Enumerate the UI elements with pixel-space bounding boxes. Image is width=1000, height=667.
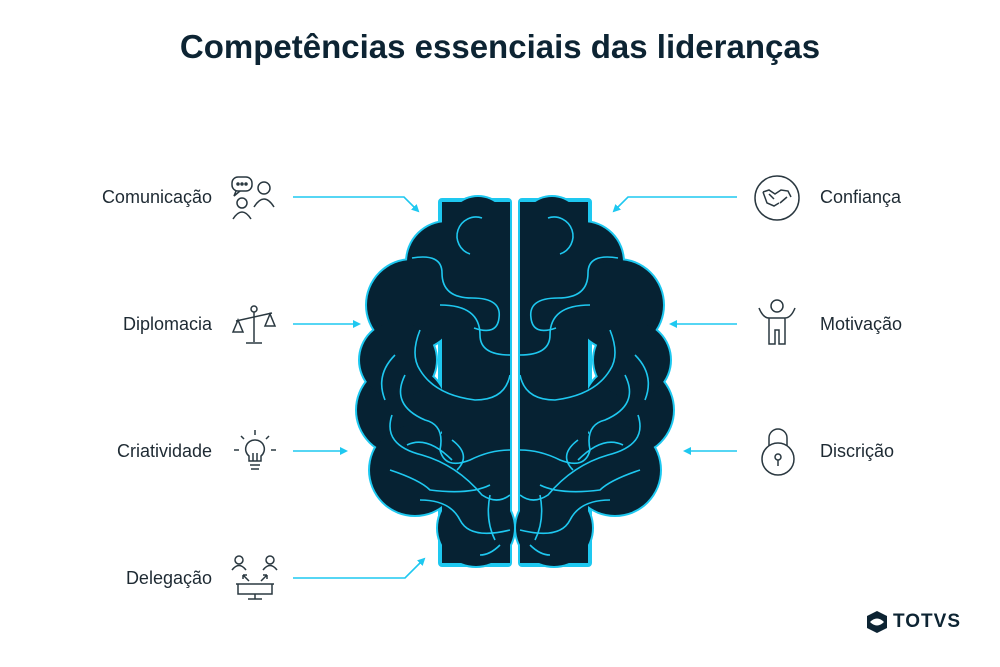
- lightbulb-icon: [234, 430, 276, 470]
- speech-people-icon: [231, 176, 275, 220]
- label-discricao: Discrição: [820, 441, 895, 461]
- label-criatividade: Criatividade: [116, 441, 212, 461]
- arrow-confianca: [612, 196, 737, 213]
- brain-left-hemisphere: [355, 195, 516, 568]
- padlock-icon: [761, 428, 795, 476]
- label-delegacao: Delegação: [125, 568, 212, 588]
- cheering-person-icon: [758, 299, 796, 345]
- scale-icon: [231, 305, 277, 344]
- label-diplomacia: Diplomacia: [122, 314, 212, 334]
- page-title: Competências essenciais das lideranças: [179, 28, 821, 65]
- connector-arrows: [293, 196, 737, 579]
- totvs-logo-text: TOTVS: [893, 611, 961, 632]
- totvs-logo-icon: [867, 611, 887, 633]
- handshake-icon: [754, 175, 800, 221]
- delegation-icon: [231, 555, 278, 600]
- totvs-logo: TOTVS: [866, 610, 961, 634]
- arrow-comunicacao: [293, 196, 420, 213]
- arrow-delegacao: [293, 557, 426, 579]
- brain-right-hemisphere: [514, 195, 675, 568]
- label-motivacao: Motivação: [820, 314, 903, 334]
- label-confianca: Confiança: [820, 187, 902, 207]
- label-comunicacao: Comunicação: [101, 187, 212, 207]
